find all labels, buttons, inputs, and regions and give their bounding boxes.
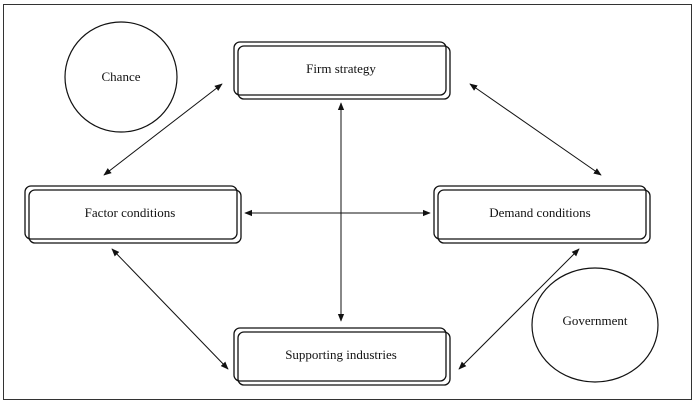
arrow-firm-demand: [469, 83, 602, 176]
firm-strategy-label: Firm strategy: [306, 61, 376, 76]
arrow-factor-supporting: [111, 248, 229, 370]
demand-conditions-label: Demand conditions: [489, 205, 591, 220]
arrow-firm-factor: [103, 83, 223, 176]
supporting-industries-box: [233, 327, 451, 386]
firm-strategy-box: [233, 41, 451, 100]
chance-label: Chance: [101, 69, 141, 84]
supporting-industries-label: Supporting industries: [285, 347, 397, 362]
diagram-frame: [3, 4, 692, 400]
factor-conditions-label: Factor conditions: [84, 205, 176, 220]
arrow-demand-supporting: [458, 248, 580, 370]
demand-conditions-box: [433, 185, 651, 244]
government-label: Government: [562, 313, 628, 328]
factor-conditions-box: [24, 185, 242, 244]
